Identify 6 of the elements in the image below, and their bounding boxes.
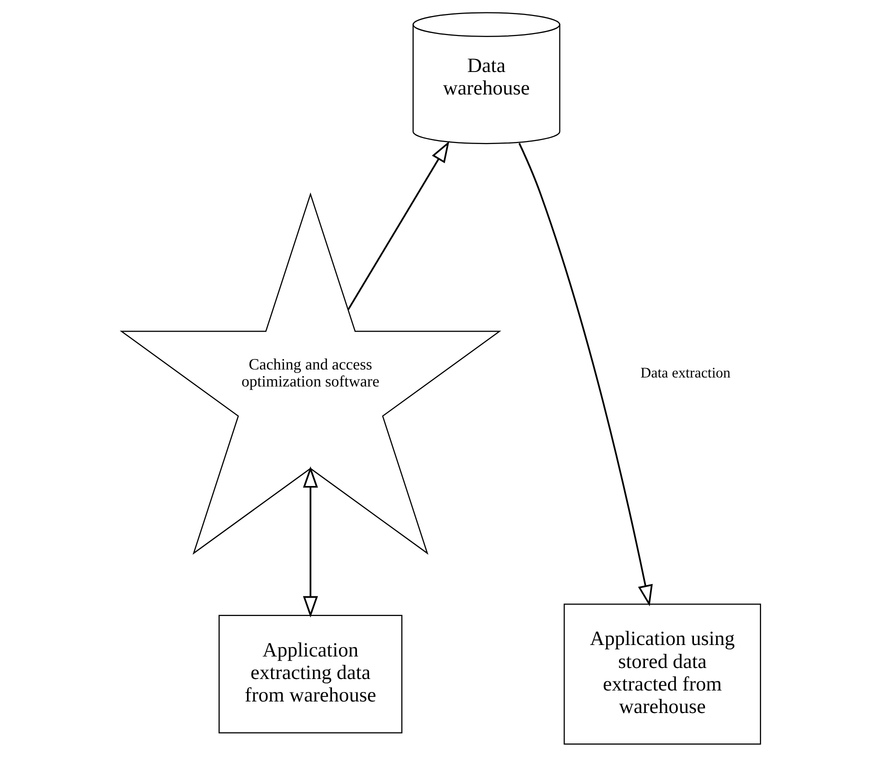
edge-label: Data extraction (640, 366, 730, 382)
arrow (302, 466, 318, 618)
node-box: Application using stored data extracted from warehouse (563, 604, 761, 745)
node-box: Application extracting data from warehouse (218, 614, 402, 734)
arrow (346, 141, 449, 310)
arrow (518, 142, 652, 606)
